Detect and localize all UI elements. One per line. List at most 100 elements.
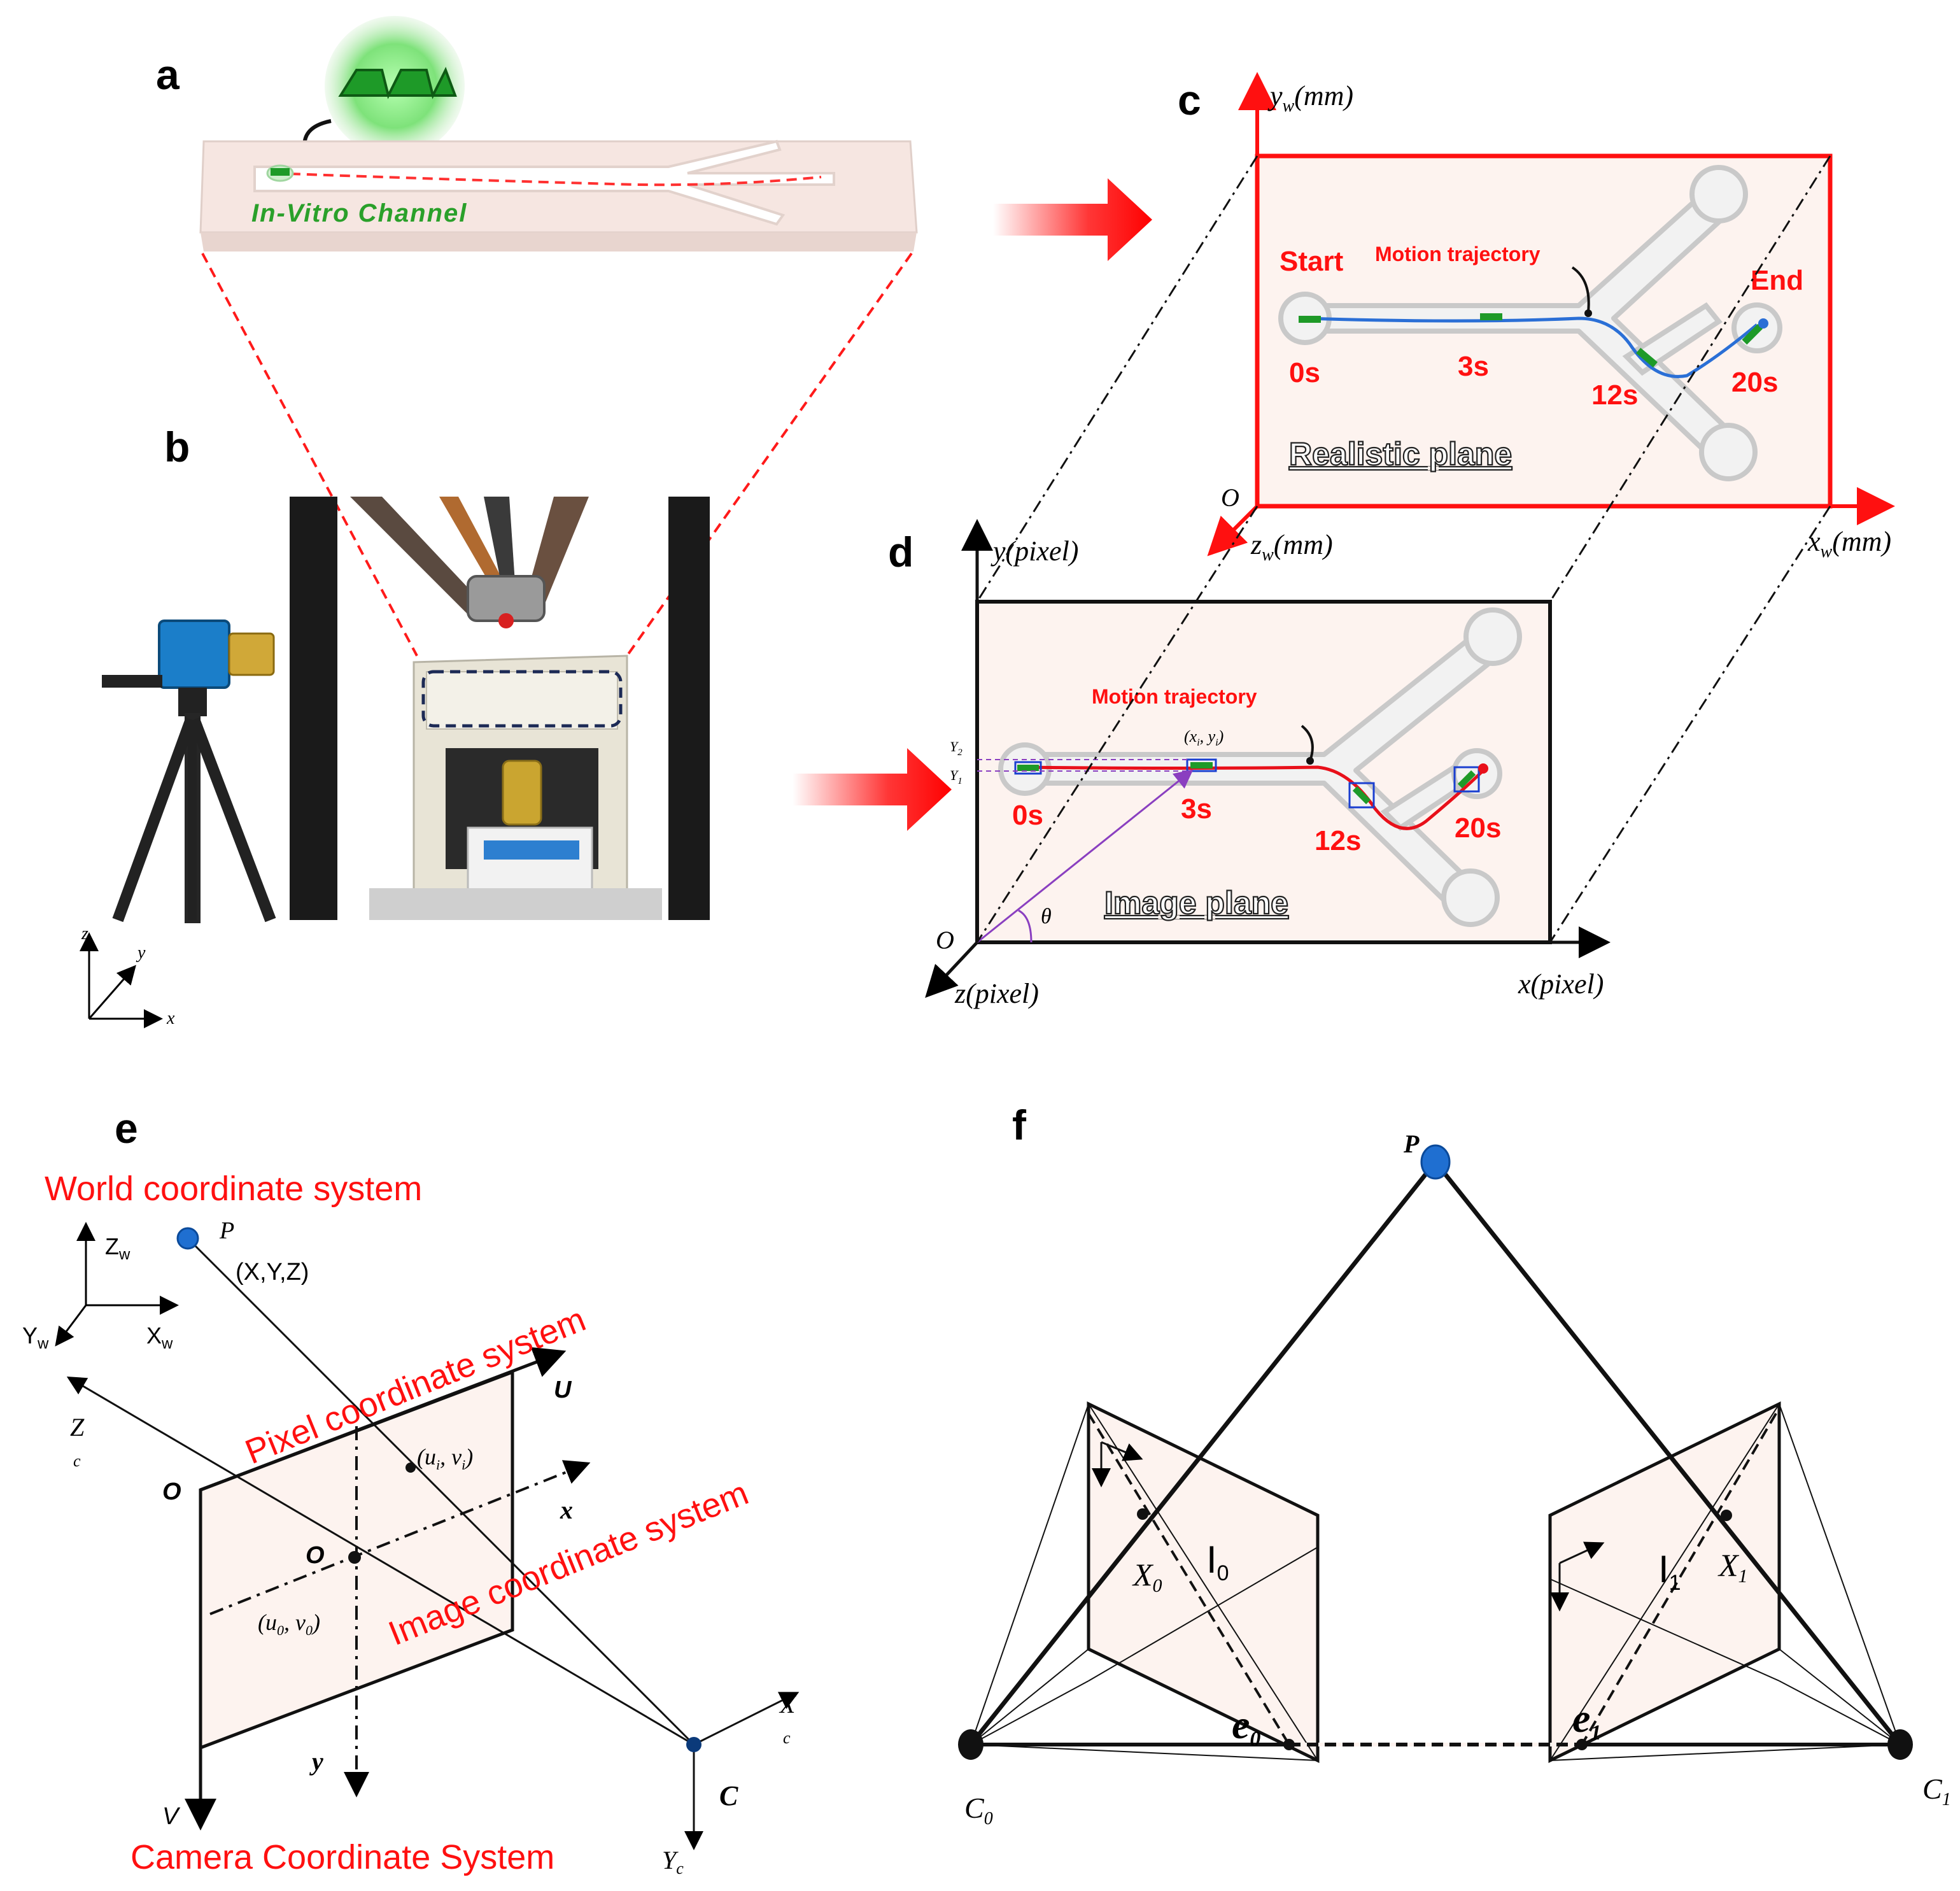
c-label-e: C [719, 1780, 738, 1811]
arrow-to-d [793, 748, 952, 831]
arrow-to-c [993, 178, 1152, 261]
end-point-c [1758, 318, 1768, 329]
trajectory-c [1308, 316, 1758, 378]
robot-c-20 [1742, 323, 1763, 345]
origin-d: O [936, 926, 954, 954]
l1-label: I1 [1658, 1548, 1681, 1595]
point-p-e [176, 1227, 199, 1250]
axes-b: z y x [80, 924, 175, 1028]
time-c-0: 0s [1289, 357, 1320, 388]
frustum-lines [970, 1403, 1901, 1761]
y1-label: Y1 [950, 767, 962, 786]
world-title: World coordinate system [45, 1170, 422, 1208]
bbox-d-0 [1014, 761, 1042, 775]
end-point-d [1478, 763, 1488, 774]
start-label: Start [1280, 246, 1344, 277]
robot-c-3 [1480, 313, 1502, 320]
ray-right [1434, 1160, 1902, 1746]
world-z-label: Zw [105, 1233, 130, 1263]
camera-center-c [686, 1737, 702, 1752]
p-coords: (X,Y,Z) [236, 1259, 309, 1285]
panel-label-e: e [115, 1105, 138, 1152]
theta-arc [1018, 909, 1033, 943]
x-label-e: x [560, 1496, 573, 1524]
u0-v0-label: (u0, v0) [258, 1610, 320, 1638]
image-x-axis [209, 1460, 591, 1615]
ray-to-p [187, 1237, 695, 1746]
epipolar-line-left [1087, 1412, 1290, 1746]
panel-c: c yw(mm) xw(mm) zw(mm) O Start End Motio… [1178, 72, 1895, 565]
ui-vi-label: (ui, vi) [417, 1444, 473, 1473]
point-p-f [1420, 1144, 1451, 1180]
e0-label: e0 [1232, 1702, 1260, 1751]
robot-d-3 [1190, 762, 1213, 768]
e1-label: e1 [1572, 1696, 1601, 1745]
xc-axis [693, 1692, 800, 1746]
bbox-d-12 [1348, 782, 1375, 809]
projected-point [405, 1463, 416, 1473]
trajectory-pointer-c [1571, 266, 1590, 313]
panel-label-a: a [156, 51, 180, 98]
x0-label: X0 [1132, 1557, 1162, 1596]
panel-label-b: b [164, 423, 190, 471]
axis-d-y-label: y(pixel) [991, 535, 1078, 567]
point-xy-label: (xi, yi) [1184, 727, 1223, 748]
axis-d-x-label: x(pixel) [1518, 968, 1604, 1000]
panel-label-f: f [1012, 1101, 1027, 1149]
axis-b-x: x [166, 1009, 175, 1028]
realistic-plane-label: Realistic plane [1289, 436, 1512, 472]
robot-d-0 [1017, 765, 1039, 771]
panel-d: d y(pixel) x(pixel) z(pixel) O Y2 [888, 519, 1611, 1009]
y-label-e: y [309, 1747, 323, 1776]
world-y-axis [55, 1305, 87, 1347]
axis-b-z: z [81, 924, 88, 944]
position-vector [976, 769, 1194, 944]
axis-c-y-label: yw(mm) [1267, 80, 1353, 116]
panel-f: f [958, 1101, 1951, 1829]
ray-left [969, 1160, 1437, 1746]
time-c-20: 20s [1731, 367, 1778, 398]
zc-axis [66, 1376, 694, 1746]
panel-e: e World coordinate system Zw Yw Xw P (X,… [22, 1105, 800, 1878]
delta-robot-arms [350, 497, 589, 628]
trajectory-pointer-d [1301, 725, 1314, 761]
robot-d-20 [1457, 770, 1476, 789]
trajectory-label-d: Motion trajectory [1092, 685, 1257, 708]
camera-tripod [102, 620, 276, 923]
x1-label: X1 [1717, 1547, 1748, 1587]
bbox-d-20 [1453, 766, 1480, 793]
yc-label: Yc [662, 1846, 684, 1878]
theta-label: θ [1041, 905, 1052, 928]
axis-b-y: y [136, 943, 146, 963]
axis-d-z-label: z(pixel) [954, 978, 1039, 1009]
time-d-20: 20s [1455, 812, 1501, 844]
microrobot-icon [338, 67, 457, 99]
projection-lines [976, 155, 1831, 943]
o-inner-label: O [306, 1542, 325, 1569]
panel-b: b [80, 423, 710, 1028]
robot-d-12 [1352, 786, 1371, 805]
camera-c1 [1887, 1729, 1913, 1760]
axis-c-z [1207, 504, 1259, 556]
origin-c: O [1221, 483, 1239, 512]
panel-label-d: d [888, 528, 913, 576]
in-vitro-chip [199, 139, 918, 251]
axis-c-x-label: xw(mm) [1807, 526, 1891, 562]
panel-a: a In-Vitro Channel [156, 16, 918, 657]
axis-c-z-label: zw(mm) [1250, 529, 1333, 565]
point-x0 [1137, 1508, 1148, 1520]
robot-c-0 [1299, 316, 1321, 323]
camera-title: Camera Coordinate System [130, 1838, 554, 1876]
y2-label: Y2 [950, 739, 962, 758]
right-plane-axis-u [1559, 1541, 1605, 1564]
principal-point [348, 1551, 361, 1564]
chip-label: In-Vitro Channel [251, 199, 467, 227]
time-c-12: 12s [1591, 379, 1638, 411]
v-label: V [162, 1803, 181, 1830]
camera-c0 [958, 1729, 984, 1760]
l0-label: I0 [1206, 1538, 1229, 1585]
epipole-e0 [1283, 1739, 1295, 1750]
trajectory-label-c: Motion trajectory [1375, 243, 1541, 266]
